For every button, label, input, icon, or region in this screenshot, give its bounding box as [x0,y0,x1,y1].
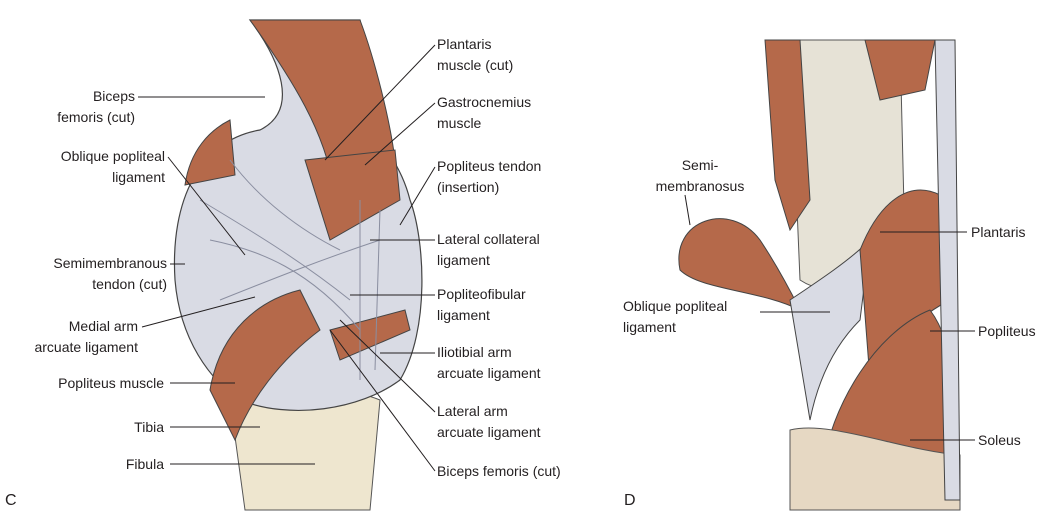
biceps-femoris-cut-muscle [184,119,236,186]
label-popliteus-tendon: Popliteus tendon(insertion) [437,158,542,195]
panel-d-illustration [678,39,961,511]
label-biceps-femoris-cut-distal: Biceps femoris (cut) [437,463,561,479]
panel-d-letter: D [624,492,636,509]
panel-c-illustration [173,19,423,511]
gastrocnemius-cut-muscle [304,149,401,241]
label-popliteus: Popliteus [978,323,1036,339]
panel-c-letter: C [5,492,17,509]
ligament-fibers [199,159,381,380]
label-tibia: Tibia [134,419,164,435]
label-plantaris: Plantaris [971,224,1026,240]
oblique-popliteal-ligament [789,238,871,421]
right-ligament-band [934,39,961,501]
biceps-femoris-cut-distal [329,309,411,361]
semimembranosus-muscle [678,218,802,312]
label-semimembranosus: Semi-membranosus [655,157,745,194]
label-soleus: Soleus [978,432,1021,448]
label-popliteus-muscle: Popliteus muscle [58,375,164,391]
thigh-muscle-right [864,39,936,101]
thigh-muscle-left [764,39,811,232]
popliteus-muscle [209,289,321,442]
leader-lines [138,44,975,472]
label-fibula: Fibula [125,456,164,472]
